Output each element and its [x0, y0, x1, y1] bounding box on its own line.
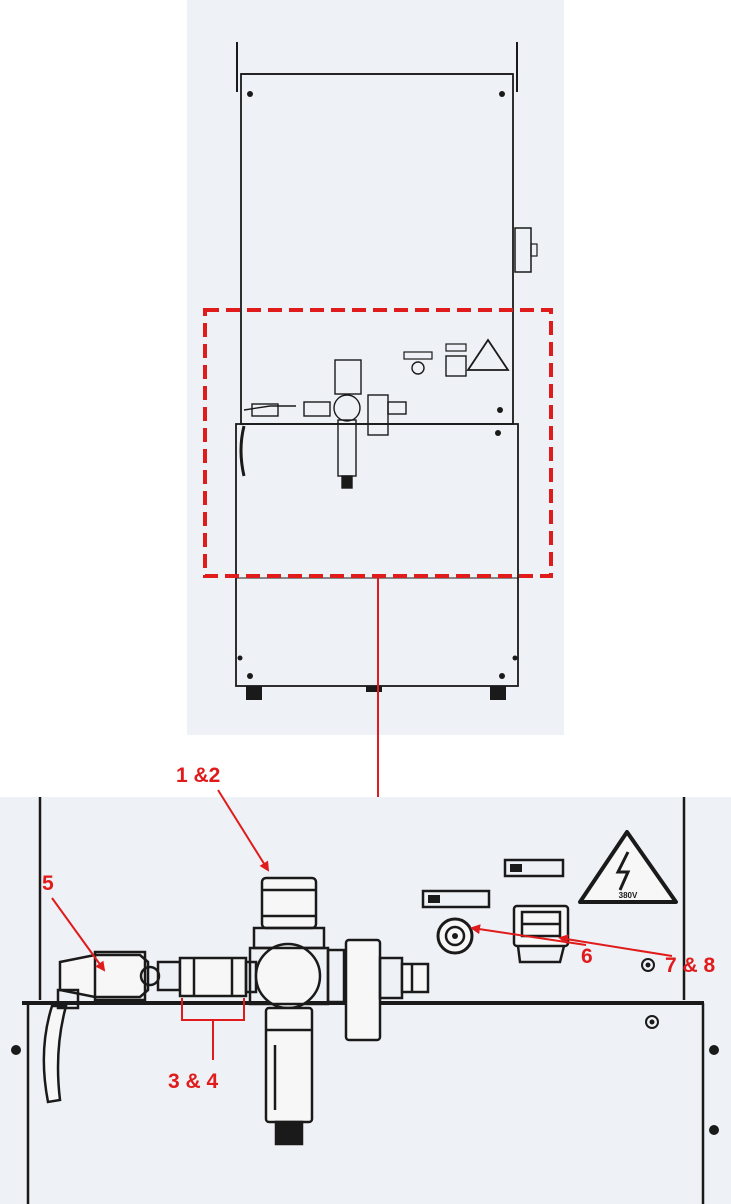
screw [247, 91, 253, 97]
callout-7-8: 7 & 8 [665, 954, 716, 977]
overview-label-small [445, 343, 467, 352]
screw [641, 958, 655, 972]
warning-triangle: 380V [578, 830, 678, 904]
power-plug [512, 904, 570, 964]
label-plate-inner [510, 864, 522, 872]
left-foot [246, 686, 262, 700]
overview-background [187, 0, 564, 735]
right-foot [490, 686, 506, 700]
screw [499, 91, 505, 97]
screw [512, 655, 518, 661]
screw [497, 407, 503, 413]
label-plate-inner [428, 895, 440, 903]
center-foot [366, 686, 382, 692]
warning-volt-label: 380V [619, 891, 638, 900]
overview-label-small [403, 351, 433, 360]
inline-fitting [178, 956, 258, 998]
screw [649, 1019, 655, 1025]
overview-connector [411, 361, 425, 375]
callout-7-8-arrow [558, 934, 673, 957]
side-handle-knob [530, 243, 538, 257]
callout-1-2-arrow [217, 789, 270, 872]
callout-3-4: 3 & 4 [168, 1070, 219, 1093]
callout-1-2: 1 &2 [176, 764, 220, 787]
screw [247, 673, 253, 679]
filter-regulator [248, 876, 346, 1146]
round-connector [436, 917, 474, 955]
screw [495, 430, 501, 436]
overview-panel [187, 0, 564, 735]
screw [499, 673, 505, 679]
overview-plug [445, 355, 467, 377]
callouts: 1 &2 5 3 & 4 6 7 & 8 [42, 764, 716, 1093]
callout-6: 6 [581, 945, 593, 968]
overview-warning-triangle [466, 338, 510, 371]
highlight-box [203, 308, 553, 578]
callout-5: 5 [42, 872, 54, 895]
label-plate [421, 889, 491, 909]
screw [645, 962, 651, 968]
screw [645, 1015, 659, 1029]
screw [709, 1125, 719, 1135]
screw [709, 1045, 719, 1055]
detail-panel: 380V [0, 797, 731, 1204]
screw [237, 655, 243, 661]
bracket [344, 938, 430, 1042]
callout-5-arrow [51, 897, 106, 972]
screw [11, 1045, 21, 1055]
label-plate [503, 858, 565, 878]
overview-valve-assembly [239, 359, 407, 489]
